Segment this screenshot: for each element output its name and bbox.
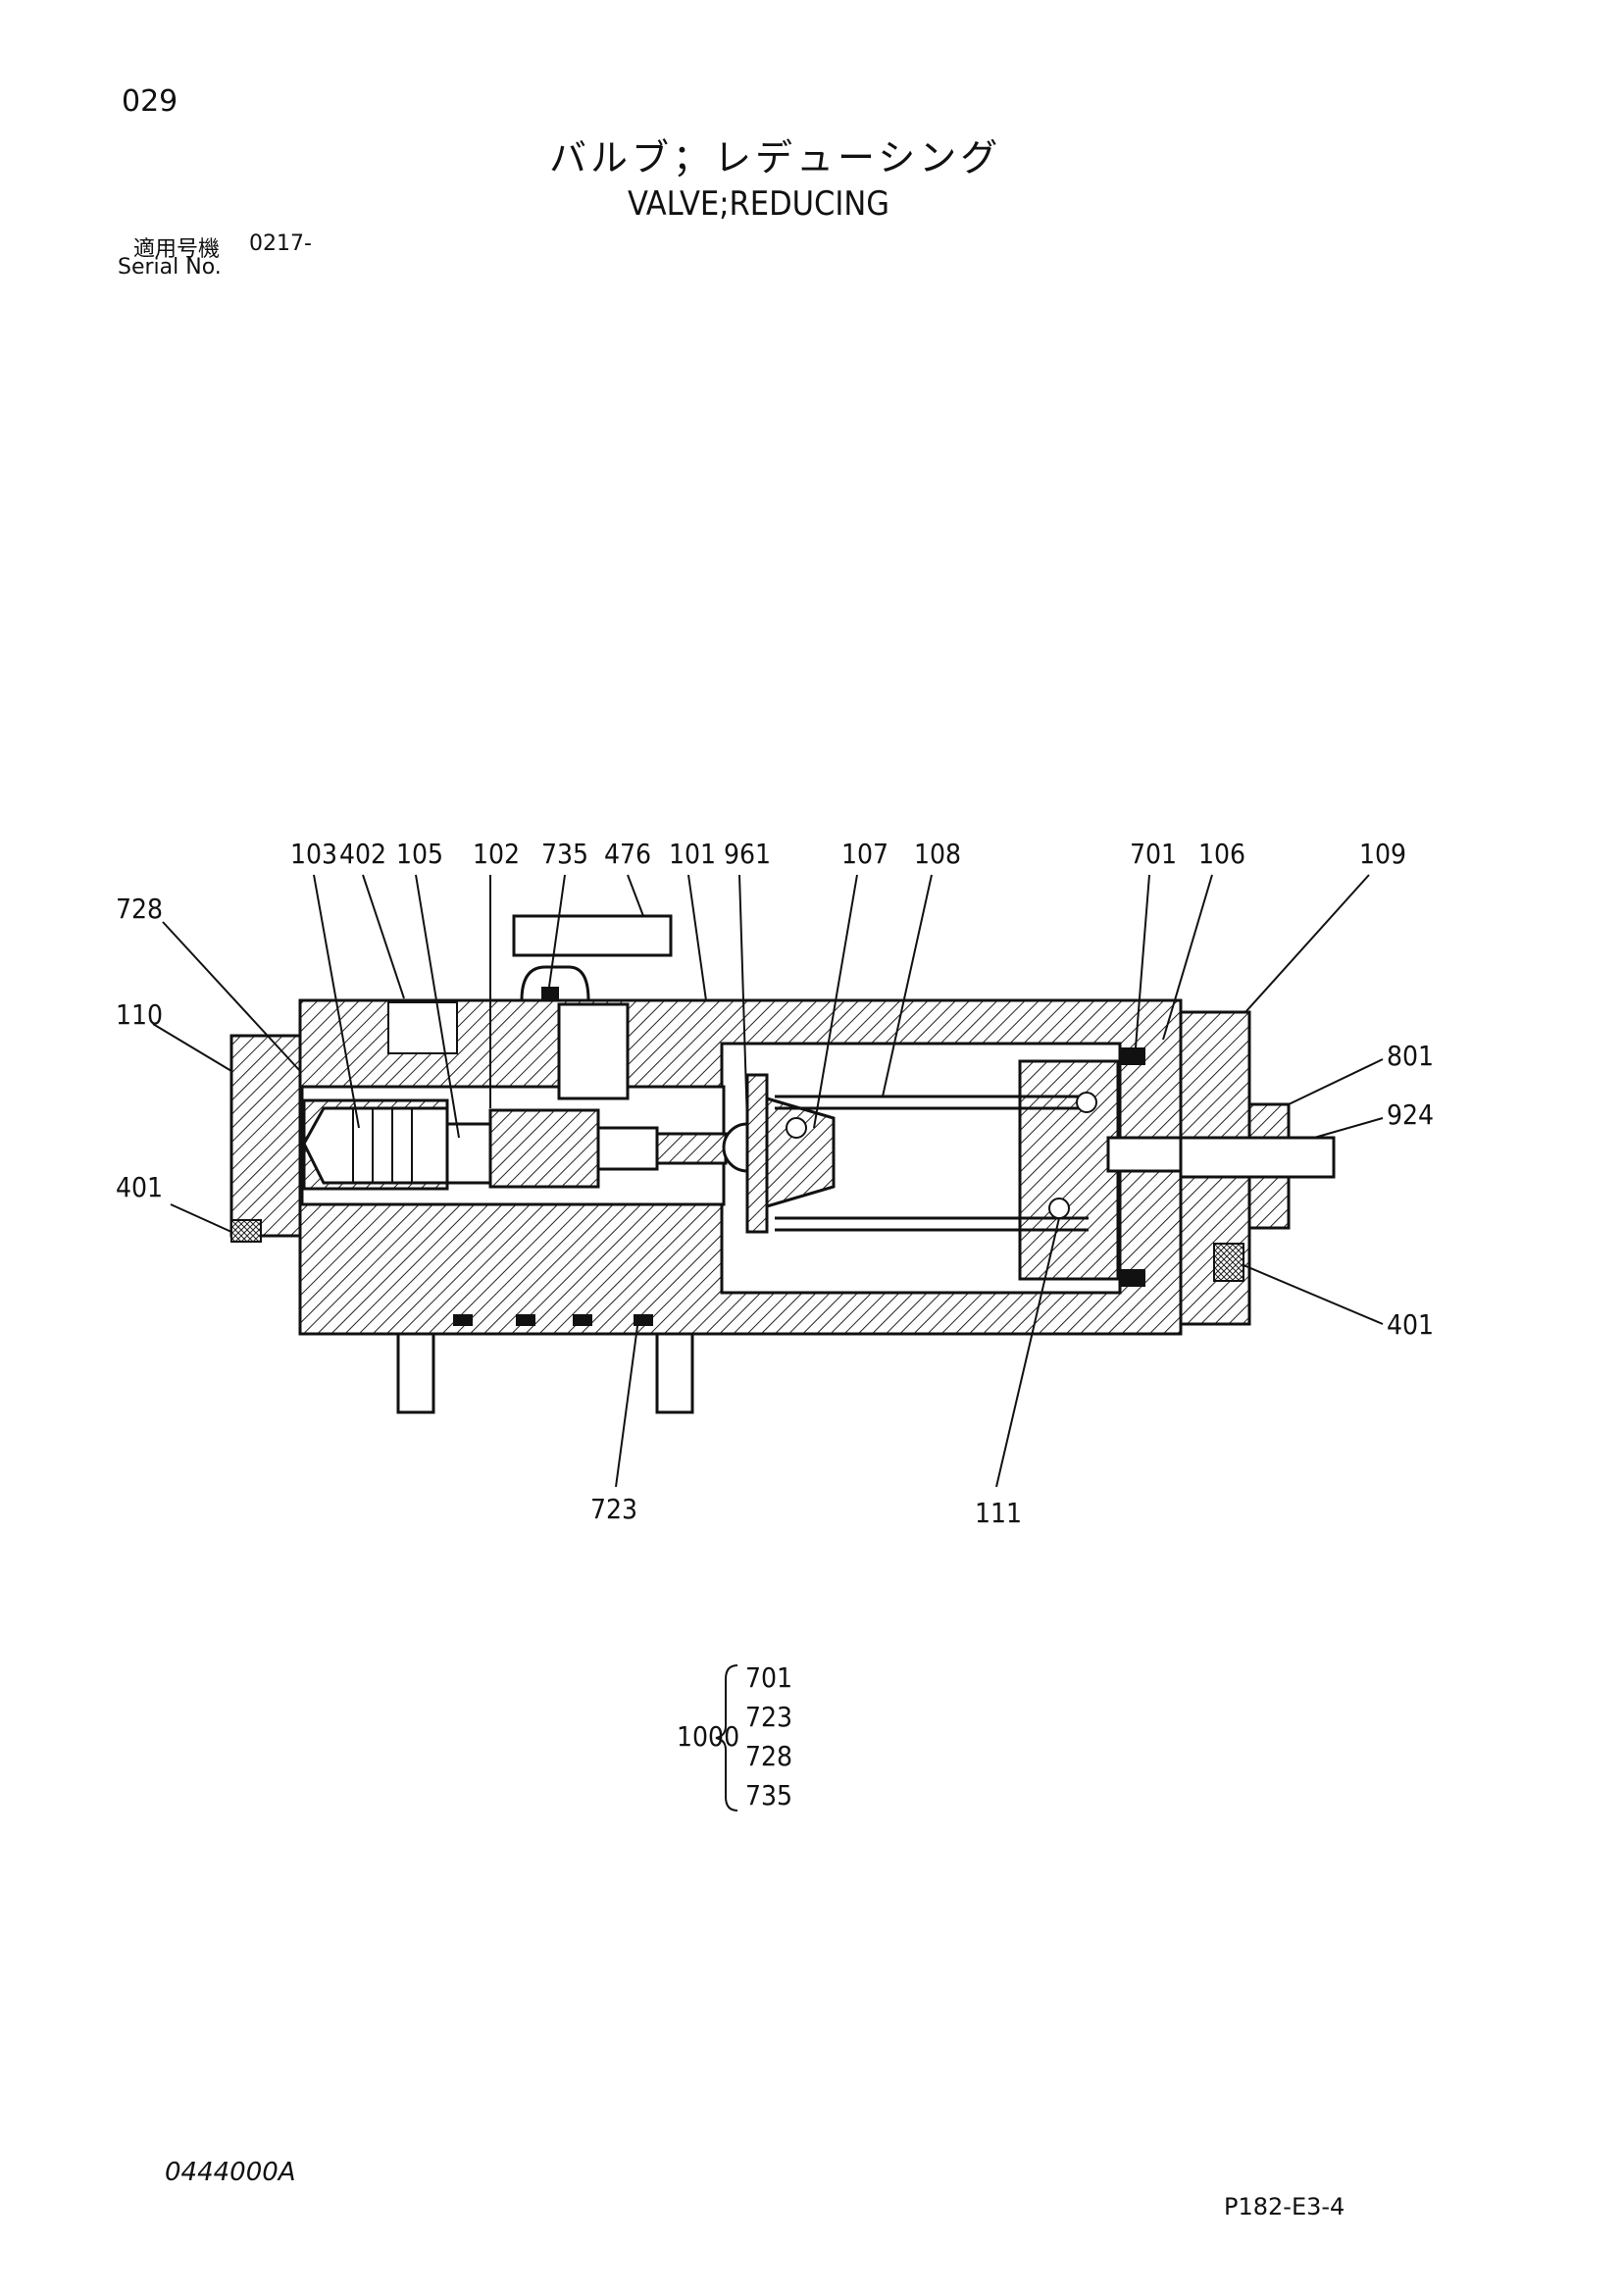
label-402: 402 <box>339 838 386 870</box>
o-ring-723 <box>634 1314 653 1326</box>
spring-assembly <box>745 1047 1183 1287</box>
label-401-left: 401 <box>116 1171 163 1203</box>
label-107: 107 <box>841 838 888 870</box>
o-ring-735 <box>541 987 559 1000</box>
label-961: 961 <box>724 838 771 870</box>
label-102: 102 <box>473 838 520 870</box>
kit-item-2: 723 <box>745 1701 792 1733</box>
label-735: 735 <box>541 838 588 870</box>
connector-476 <box>512 914 673 1001</box>
kit-item-3: 728 <box>745 1740 792 1772</box>
serial-value: 0217- <box>249 231 312 256</box>
label-111: 111 <box>975 1497 1022 1529</box>
bottom-ports <box>396 1314 694 1414</box>
plug-401-left <box>230 1219 262 1243</box>
screw-924 <box>1179 1136 1336 1179</box>
o-ring-701-bottom <box>1120 1269 1145 1287</box>
label-110: 110 <box>116 998 163 1031</box>
label-723: 723 <box>590 1493 637 1525</box>
title-english: VALVE;REDUCING <box>628 184 890 224</box>
label-106: 106 <box>1198 838 1245 870</box>
page-number: 029 <box>122 84 178 119</box>
leader-lines <box>152 874 1384 1488</box>
label-728: 728 <box>116 893 163 925</box>
label-801: 801 <box>1387 1040 1434 1072</box>
serial-label-english: Serial No. <box>118 255 222 280</box>
kit-1000-group: 1000 701 723 728 735 <box>677 1661 792 1811</box>
kit-id: 1000 <box>677 1720 739 1753</box>
label-105: 105 <box>396 838 443 870</box>
kit-item-4: 735 <box>745 1779 792 1811</box>
label-401-right: 401 <box>1387 1308 1434 1341</box>
o-ring-701-top <box>1120 1047 1145 1065</box>
label-101: 101 <box>669 838 716 870</box>
label-701: 701 <box>1130 838 1177 870</box>
end-cap-109 <box>1179 1010 1336 1326</box>
document-code: 0444000A <box>165 2158 296 2187</box>
label-924: 924 <box>1387 1098 1434 1131</box>
serial-label-japanese: 適用号機 <box>133 237 221 262</box>
plug-401-right <box>1213 1243 1244 1282</box>
label-103: 103 <box>290 838 337 870</box>
label-476: 476 <box>604 838 651 870</box>
label-108: 108 <box>914 838 961 870</box>
kit-item-1: 701 <box>745 1661 792 1694</box>
page-code: P182-E3-4 <box>1224 2193 1345 2220</box>
label-109: 109 <box>1359 838 1406 870</box>
title-japanese: バルブ；レデューシング <box>549 136 1002 179</box>
